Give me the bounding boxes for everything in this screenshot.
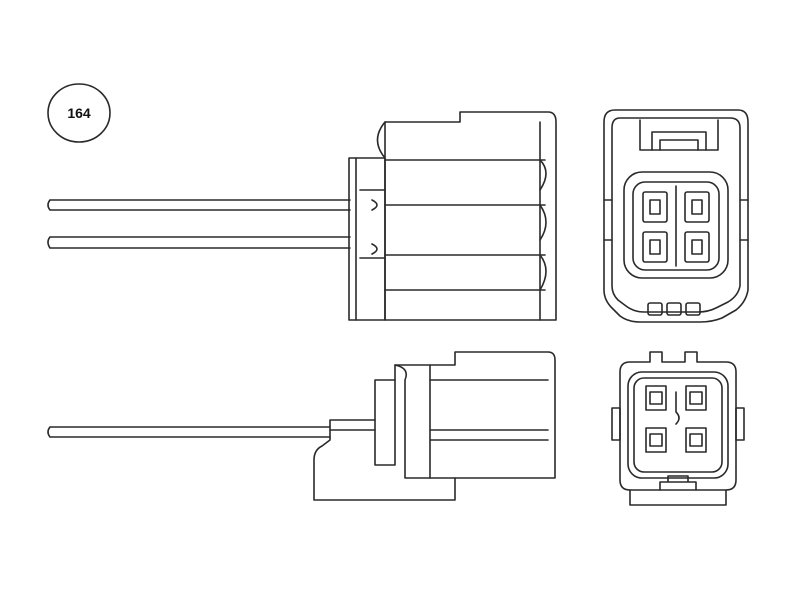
upper-connector-front-view — [603, 109, 749, 323]
upper-key-1 — [647, 302, 663, 316]
reference-badge: 164 — [47, 83, 111, 143]
upper-pin-cavity — [623, 171, 729, 279]
lower-pin-cavity — [627, 371, 729, 479]
upper-body — [384, 111, 557, 321]
lower-connector-side-view — [47, 351, 556, 501]
lower-front-housing — [619, 351, 737, 491]
lower-terminal-3 — [645, 427, 667, 453]
upper-terminal-1 — [642, 191, 668, 223]
upper-rear-cap — [348, 157, 386, 321]
lower-terminal-2 — [685, 385, 707, 411]
upper-wire-1 — [47, 199, 351, 211]
upper-front-housing — [603, 109, 749, 323]
upper-latch-1 — [371, 199, 378, 211]
lower-terminal-4 — [685, 427, 707, 453]
upper-terminal-3 — [642, 231, 668, 263]
lower-bottom-lock — [629, 489, 727, 506]
upper-key-2 — [666, 302, 682, 316]
upper-key-3 — [685, 302, 701, 316]
lower-terminal-1 — [645, 385, 667, 411]
reference-number: 164 — [67, 105, 91, 121]
upper-front-latch — [639, 119, 719, 151]
upper-terminal-4 — [684, 231, 710, 263]
upper-terminal-2 — [684, 191, 710, 223]
lower-wire — [47, 426, 331, 438]
lower-connector-front-view — [611, 351, 745, 506]
upper-latch-2 — [371, 243, 378, 255]
upper-connector-side-view — [47, 111, 557, 321]
upper-wire-2 — [47, 236, 351, 249]
